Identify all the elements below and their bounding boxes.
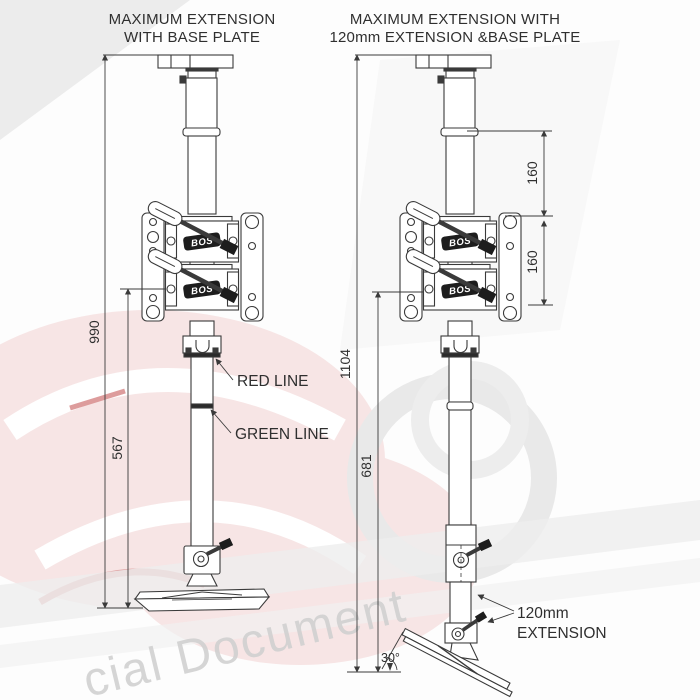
left-lower-tube [190,356,214,547]
extension-leader-lower [487,612,515,624]
left-callouts: RED LINE GREEN LINE [210,358,329,443]
green-line-label: GREEN LINE [235,426,329,443]
left-dim-990-label: 990 [86,320,102,344]
right-tilted-base-plate [401,627,513,698]
right-dim-160-upper-label: 160 [524,161,540,185]
left-title-line2: WITH BASE PLATE [124,29,260,46]
green-line-leader [210,409,232,434]
right-title-line2: 120mm EXTENSION &BASE PLATE [329,29,580,46]
right-dimensions [347,54,553,673]
left-base-plate [133,588,271,612]
extension-label-line1: 120mm [517,605,569,622]
right-dim-681-label: 681 [358,454,374,478]
left-title-line1: MAXIMUM EXTENSION [109,11,276,28]
right-title-line1: MAXIMUM EXTENSION WITH [350,11,560,28]
watermark-red-stripe [69,388,126,411]
left-top-plate-and-tubes [157,54,234,215]
diagram-titles: MAXIMUM EXTENSION WITH BASE PLATE MAXIMU… [109,11,581,46]
left-foot-clamp [183,537,234,587]
angle-baseline-arrow [387,663,393,671]
right-prop-drawing: BOS BOS [399,54,522,698]
angle-arc [385,656,398,671]
brand-logo-text: BOS [190,283,214,297]
brand-logo-text: BOS [448,283,472,297]
left-prop-drawing: BOS BOS [133,54,271,612]
right-callouts: 30° 120mm EXTENSION [381,594,607,671]
red-line-leader [215,358,234,381]
extension-leader-upper [477,594,515,612]
left-clamp-unit: BOS BOS [133,199,271,612]
watermark-swoosh1 [3,368,346,441]
left-dimensions [97,54,166,609]
brand-logo-text: BOS [190,235,214,249]
watermark-corner-shade [0,0,190,140]
right-clamp-unit: BOS BOS [399,199,522,698]
right-lower-tubes [446,356,474,526]
extension-label-line2: EXTENSION [517,625,607,642]
brand-logo-text: BOS [448,235,472,249]
right-dim-1104-label: 1104 [337,349,353,379]
left-dim-567-label: 567 [109,436,125,460]
right-dim-160-lower-label: 160 [524,250,540,274]
watermark-gray-band2 [0,558,700,668]
angle-label: 30° [381,651,400,665]
angle-extension-line [381,631,404,670]
red-line-label: RED LINE [237,373,309,390]
